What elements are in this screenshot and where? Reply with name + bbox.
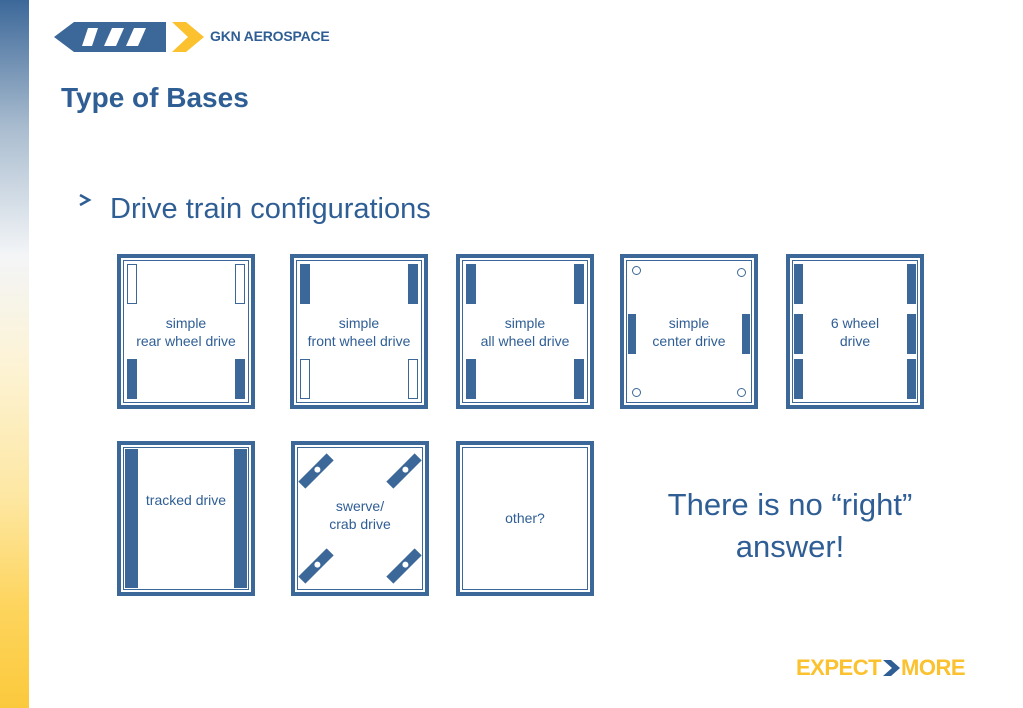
config-swerve-crab-drive: swerve/crab drive: [291, 441, 429, 596]
caster-icon: [737, 268, 746, 277]
wheel-icon: [794, 264, 803, 304]
wheel-icon: [300, 359, 310, 399]
wheel-icon: [628, 314, 636, 354]
caster-icon: [632, 266, 641, 275]
wheel-icon: [574, 359, 584, 399]
wheel-icon: [127, 359, 137, 399]
wheel-icon: [907, 314, 916, 354]
track-icon: [234, 449, 247, 588]
chevron-right-icon: [883, 660, 901, 676]
wheel-icon: [408, 264, 418, 304]
config-label: tracked drive: [145, 492, 227, 508]
config-label: swerve/crab drive: [329, 498, 391, 532]
wheel-icon: [408, 359, 418, 399]
caster-icon: [632, 388, 641, 397]
gkn-logo-icon: [54, 22, 204, 52]
bullet-text: Drive train configurations: [110, 193, 431, 225]
caster-icon: [737, 388, 746, 397]
wheel-icon: [742, 314, 750, 354]
wheel-icon: [300, 264, 310, 304]
wheel-icon: [235, 359, 245, 399]
bullet-chevron-icon: [79, 193, 92, 207]
wheel-icon: [235, 264, 245, 304]
slide-title: Type of Bases: [61, 82, 249, 113]
wheel-icon: [794, 314, 803, 354]
config-other: other?: [456, 441, 594, 596]
wheel-icon: [907, 264, 916, 304]
wheel-icon: [574, 264, 584, 304]
config-label: other?: [505, 510, 545, 526]
track-icon: [125, 449, 138, 588]
callout-text: There is no “right” answer!: [667, 487, 913, 564]
wheel-icon: [907, 359, 916, 399]
wheel-icon: [127, 264, 137, 304]
sidebar-gradient: [0, 0, 29, 708]
config-tracked-drive: tracked drive: [117, 441, 255, 596]
wheel-icon: [466, 264, 476, 304]
wheel-icon: [466, 359, 476, 399]
brand-name: GKN AEROSPACE: [210, 28, 330, 44]
wheel-icon: [794, 359, 803, 399]
